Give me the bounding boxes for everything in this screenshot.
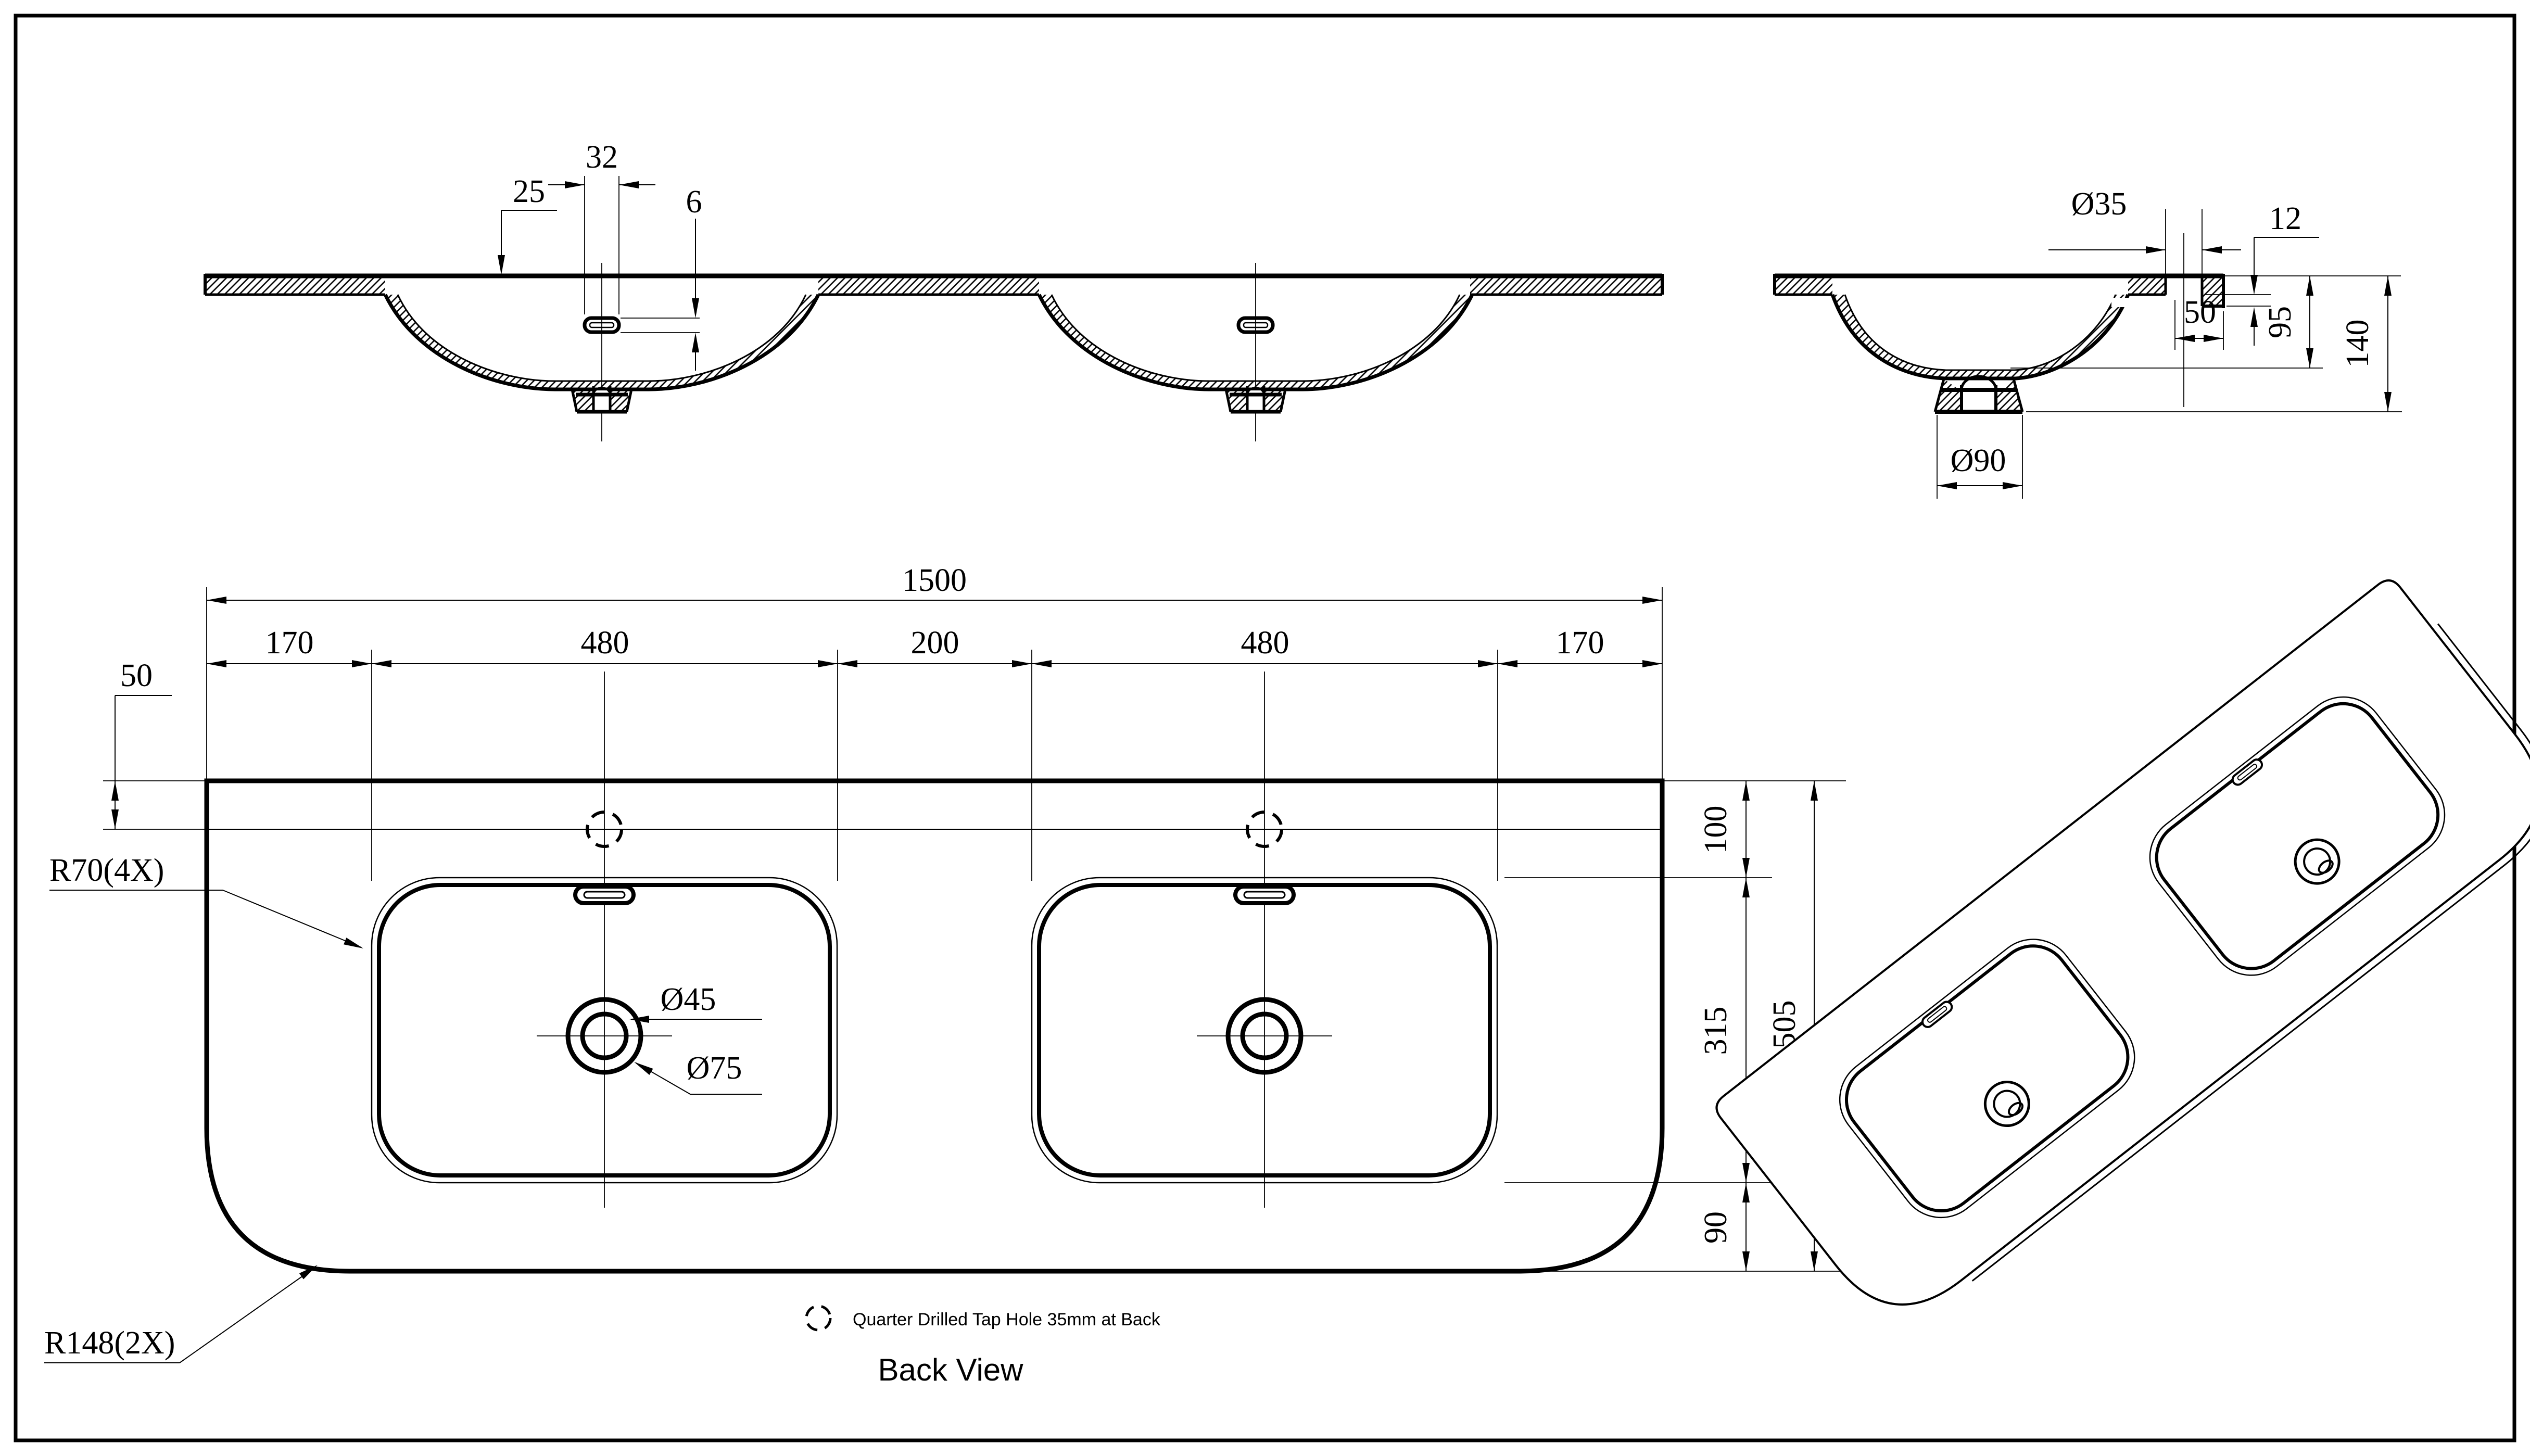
dim-text-140: 140 <box>2340 320 2375 368</box>
basin-left <box>372 672 837 1208</box>
dim-text-25: 25 <box>513 174 545 209</box>
countertop-outline <box>204 778 1665 1274</box>
page-border <box>14 14 2516 1442</box>
view-title: Back View <box>878 1352 1023 1387</box>
dim-ledge-width: 50 <box>2174 295 2224 350</box>
dim-text-480-right: 480 <box>1241 625 1289 661</box>
back-view: 1500 170 480 200 480 170 <box>44 563 1846 1387</box>
dim-bowl-depth: 95 <box>2010 276 2323 369</box>
dim-text-r70: R70(4X) <box>49 853 164 888</box>
dim-overflow-slot-height: 6 <box>621 184 702 371</box>
dim-text-200: 200 <box>911 625 959 661</box>
dim-text-170-right: 170 <box>1556 625 1604 661</box>
dim-text-100: 100 <box>1698 806 1734 854</box>
dim-overall-depth-side: 140 <box>2026 276 2402 412</box>
isometric-view <box>1715 579 2530 1306</box>
dim-ledge-depth: 12 <box>2205 201 2319 346</box>
dim-drain-inner-dia: Ø45 <box>629 982 762 1023</box>
dim-text-90: 90 <box>1698 1211 1734 1244</box>
dim-text-6: 6 <box>686 184 702 220</box>
dim-outer-corner-radius: R148(2X) <box>44 1262 320 1363</box>
basin-right <box>1032 672 1497 1208</box>
note-text: Quarter Drilled Tap Hole 35mm at Back <box>853 1310 1161 1330</box>
dim-text-dia35: Ø35 <box>2071 186 2127 222</box>
dim-text-170-left: 170 <box>265 625 314 661</box>
dim-text-12: 12 <box>2269 201 2301 236</box>
dim-text-50-side: 50 <box>2184 295 2216 330</box>
dim-chain-widths: 170 480 200 480 170 <box>207 625 1662 881</box>
side-section-view: Ø35 12 50 95 <box>1773 186 2402 499</box>
dim-text-r148: R148(2X) <box>44 1325 175 1361</box>
dim-overall-width: 1500 <box>206 563 1663 779</box>
quarter-tap-hole-icon <box>805 1305 832 1332</box>
dim-drain-outer-dia: Ø75 <box>632 1050 762 1095</box>
dim-basin-corner-radius: R70(4X) <box>49 853 365 952</box>
dim-tap-center-offset: 50 <box>103 658 205 830</box>
dim-text-480-left: 480 <box>581 625 629 661</box>
dim-drain-dia: Ø90 <box>1937 415 2023 499</box>
dim-text-32: 32 <box>586 140 618 175</box>
dim-text-1500: 1500 <box>902 563 967 598</box>
tap-hole-note: Quarter Drilled Tap Hole 35mm at Back <box>805 1305 1161 1332</box>
dim-text-50-back: 50 <box>120 658 153 693</box>
dim-text-dia75: Ø75 <box>687 1050 742 1086</box>
dim-text-315: 315 <box>1698 1007 1734 1055</box>
dim-tap-hole-dia: Ø35 <box>2048 186 2241 274</box>
dim-overflow-slot-width: 32 <box>548 140 655 314</box>
dim-text-95: 95 <box>2262 306 2298 338</box>
front-section-view: 32 25 6 <box>204 140 1664 441</box>
dim-text-dia45: Ø45 <box>661 982 716 1017</box>
dim-text-dia90: Ø90 <box>1951 443 2006 478</box>
dim-tap-hole-offset: 25 <box>498 174 557 275</box>
